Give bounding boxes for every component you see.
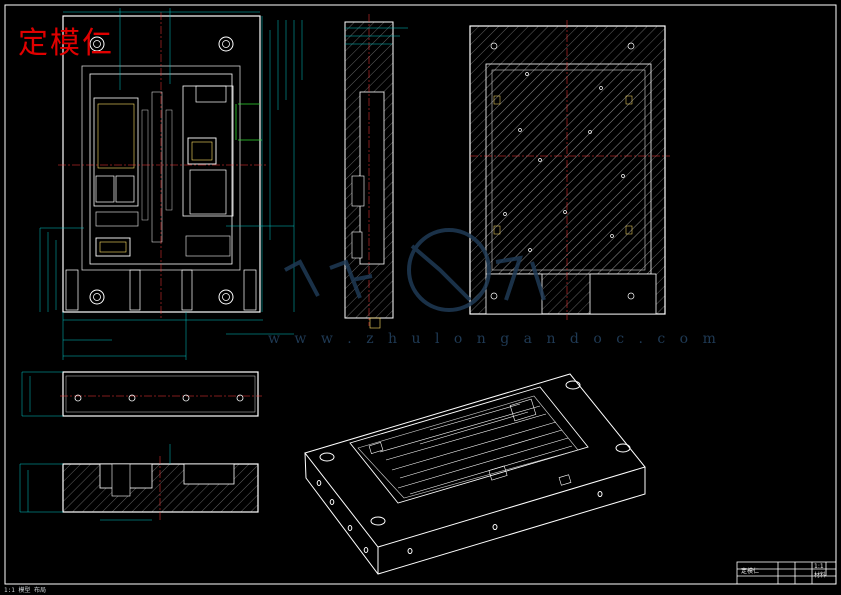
- front-view: [21, 371, 262, 417]
- sheet-border: [4, 4, 837, 585]
- status-readout: 1:1 模型 布局: [4, 587, 47, 594]
- section-view: [469, 20, 670, 320]
- title-block-name: 定模仁: [741, 568, 760, 575]
- watermark-logo: [284, 228, 546, 312]
- lower-section-view: [19, 444, 259, 521]
- title-block: [736, 561, 837, 585]
- isometric-view: [304, 373, 646, 575]
- plan-view: [39, 8, 303, 360]
- plate-outline: [62, 15, 261, 313]
- cavity-right: [182, 85, 234, 217]
- title-block-material: 材料: [814, 572, 827, 579]
- watermark-url: w w w . z h u l o n g a n d o c . c o m: [268, 331, 721, 347]
- side-view: [344, 14, 408, 329]
- bolt-holes: [89, 36, 234, 305]
- title-block-scale: 1:1: [814, 563, 824, 570]
- cavity-left: [93, 97, 139, 207]
- drawing-title: 定模仁: [18, 26, 114, 61]
